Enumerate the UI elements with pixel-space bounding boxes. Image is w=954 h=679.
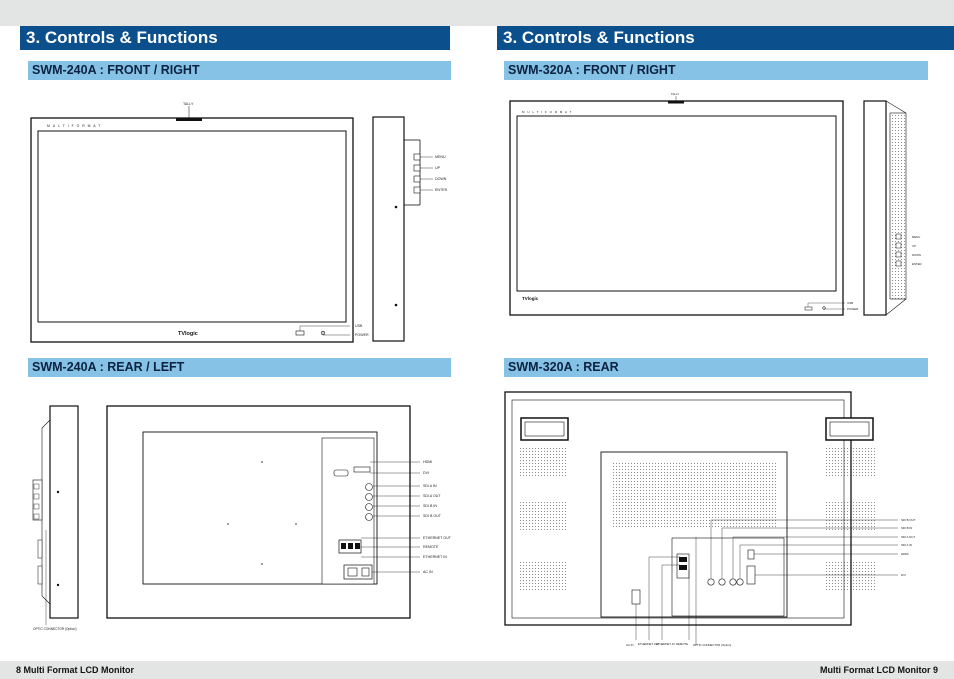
sdi-a-in-label-320: SDI A IN [901, 543, 912, 547]
up-label-320: UP [912, 244, 916, 248]
section-swm240-front: SWM-240A : FRONT / RIGHT [28, 61, 451, 80]
page-title-left: 3. Controls & Functions [20, 26, 450, 50]
footer-left-page: 8 Multi Format LCD Monitor [16, 665, 134, 675]
enter-label: ENTER [435, 188, 448, 192]
remote-label: REMOTE [423, 545, 439, 549]
hdmi-label-320: HDMI [901, 552, 909, 556]
dvi-label-320: DVI [901, 573, 906, 577]
down-label-320: DOWN [912, 253, 921, 257]
up-label: UP [435, 166, 441, 170]
ethernet-in-label-320: ETHERNET IN [656, 642, 675, 646]
menu-label: MENU [435, 155, 446, 159]
sdi-a-out-label: SDI A OUT [423, 494, 441, 498]
hdmi-label: HDMI [423, 460, 432, 464]
usb-label: USB [355, 324, 363, 328]
optic-connector-label-320: OPTIC CONNECTOR (Option) [693, 643, 731, 647]
down-label: DOWN [435, 177, 447, 181]
power-label-320: POWER [847, 307, 859, 311]
sdi-b-in-label: SDI B IN [423, 504, 437, 508]
tally-lamp [176, 118, 202, 121]
tally-lamp-320 [668, 101, 684, 104]
optic-connector-label: OPTIC CONNECTOR (Option) [33, 627, 77, 631]
usb-port [295, 330, 305, 336]
enter-label-320: ENTER [912, 262, 921, 266]
sdi-a-in-label: SDI A IN [423, 484, 437, 488]
section-swm320-front: SWM-320A : FRONT / RIGHT [504, 61, 928, 80]
section-swm240-rear: SWM-240A : REAR / LEFT [28, 358, 451, 377]
sdi-b-out-label-320: SDI B OUT [901, 518, 916, 522]
remote-label-320: REMOTE [676, 642, 688, 646]
multi-format-label-320: M U L T I F O R M A T [522, 110, 572, 114]
sdi-b-in-label-320: SDI B IN [901, 526, 912, 530]
swm320-rear-diagram: SDI B OUT SDI B IN SDI A OUT SDI A IN HD… [504, 391, 916, 647]
tvlogic-logo: TVlogic [178, 331, 198, 337]
power-label: POWER [355, 333, 369, 337]
swm240-rear-diagram: OPTIC CONNECTOR (Option) HDMI DV [32, 405, 452, 631]
ethernet-out-label: ETHERNET OUT [423, 536, 452, 540]
ethernet-in-label: ETHERNET IN [423, 555, 447, 559]
section-swm320-rear: SWM-320A : REAR [504, 358, 928, 377]
ac-in-label: AC IN [423, 570, 433, 574]
sdi-a-out-label-320: SDI A OUT [901, 535, 915, 539]
tvlogic-logo-320: TVlogic [522, 296, 539, 301]
sdi-b-out-label: SDI B OUT [423, 514, 442, 518]
page-title-right: 3. Controls & Functions [497, 26, 954, 50]
swm320-front-diagram: TALLY M U L T I F O R M A T TVlogic USB … [509, 92, 921, 316]
footer-right-page: Multi Format LCD Monitor 9 [820, 665, 938, 675]
usb-label-320: USB [847, 301, 853, 305]
tally-label: TALLY [183, 102, 194, 106]
swm240-front-diagram: TALLY M U L T I F O R M A T TVlogic USB … [30, 102, 448, 343]
dvi-label: DVI [423, 471, 429, 475]
top-bar [0, 0, 954, 26]
menu-label-320: MENU [912, 235, 920, 239]
multi-format-label: M U L T I F O R M A T [47, 124, 101, 128]
ac-in-label-320: AC IN [626, 643, 633, 647]
tally-label-320: TALLY [671, 92, 679, 96]
footer-bar: 8 Multi Format LCD Monitor Multi Format … [0, 661, 954, 679]
ethernet-out-label-320: ETHERNET OUT [638, 642, 660, 646]
